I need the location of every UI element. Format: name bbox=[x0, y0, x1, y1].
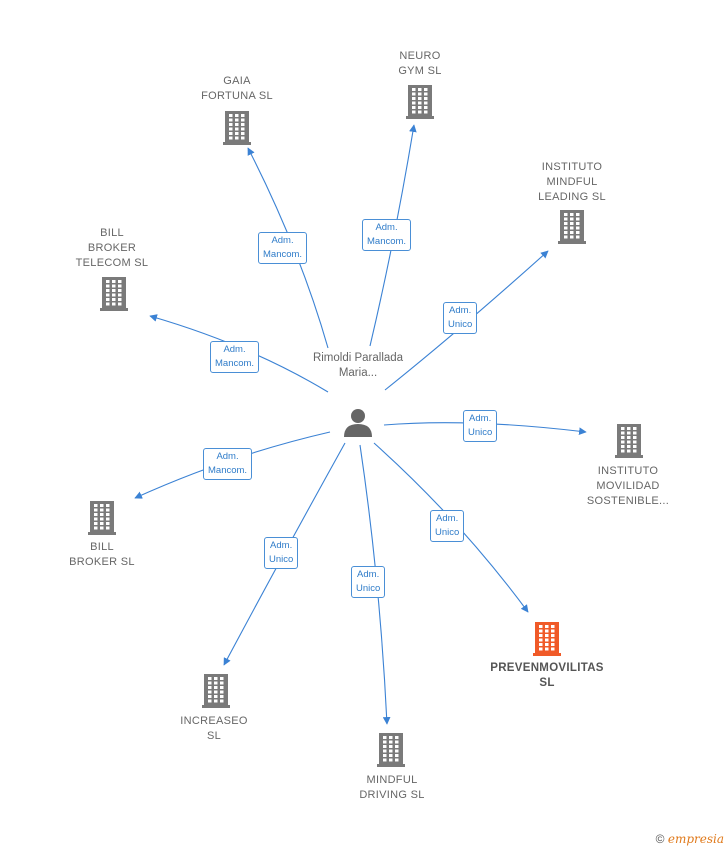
relation-badge-increaseo: Adm. Unico bbox=[264, 537, 299, 569]
building-icon[interactable] bbox=[223, 111, 251, 145]
building-icon[interactable] bbox=[615, 424, 643, 458]
building-icon[interactable] bbox=[100, 277, 128, 311]
company-label-instituto-movilidad[interactable]: INSTITUTO MOVILIDAD SOSTENIBLE... bbox=[586, 465, 670, 507]
relation-badge-gaia: Adm. Mancom. bbox=[258, 232, 308, 264]
building-icon[interactable] bbox=[377, 733, 405, 767]
building-icon[interactable] bbox=[533, 622, 561, 656]
relation-badge-bill-telecom: Adm. Mancom. bbox=[210, 341, 260, 373]
footer-brand: © empresia bbox=[656, 832, 724, 846]
center-person-label[interactable]: Rimoldi Parallada Maria... bbox=[312, 352, 404, 379]
building-icon[interactable] bbox=[558, 210, 586, 244]
company-label-bill-telecom[interactable]: BILL BROKER TELECOM SL bbox=[75, 227, 149, 269]
company-label-bill-broker[interactable]: BILL BROKER SL bbox=[69, 541, 135, 568]
company-label-prevenmovilitas[interactable]: PREVENMOVILITAS SL bbox=[490, 662, 604, 689]
company-label-neuro[interactable]: NEURO GYM SL bbox=[398, 50, 442, 77]
relation-badge-neuro: Adm. Mancom. bbox=[362, 219, 412, 251]
person-icon[interactable] bbox=[344, 409, 372, 437]
relation-badge-prevenmovilitas: Adm. Unico bbox=[430, 510, 465, 542]
building-icon[interactable] bbox=[202, 674, 230, 708]
brand-logo: empresia bbox=[667, 832, 724, 846]
company-label-mindful-driving[interactable]: MINDFUL DRIVING SL bbox=[359, 774, 425, 801]
company-label-gaia[interactable]: GAIA FORTUNA SL bbox=[201, 75, 273, 102]
copyright-icon: © bbox=[655, 832, 665, 846]
relation-badge-instituto-mindful: Adm. Unico bbox=[443, 302, 478, 334]
relation-badge-bill-broker: Adm. Mancom. bbox=[203, 448, 253, 480]
building-icon[interactable] bbox=[406, 85, 434, 119]
company-label-instituto-mindful[interactable]: INSTITUTO MINDFUL LEADING SL bbox=[538, 161, 606, 203]
building-icon[interactable] bbox=[88, 501, 116, 535]
relation-badge-mindful-driving: Adm. Unico bbox=[351, 566, 386, 598]
relation-badge-instituto-movilidad: Adm. Unico bbox=[463, 410, 498, 442]
company-label-increaseo[interactable]: INCREASEO SL bbox=[180, 715, 248, 742]
